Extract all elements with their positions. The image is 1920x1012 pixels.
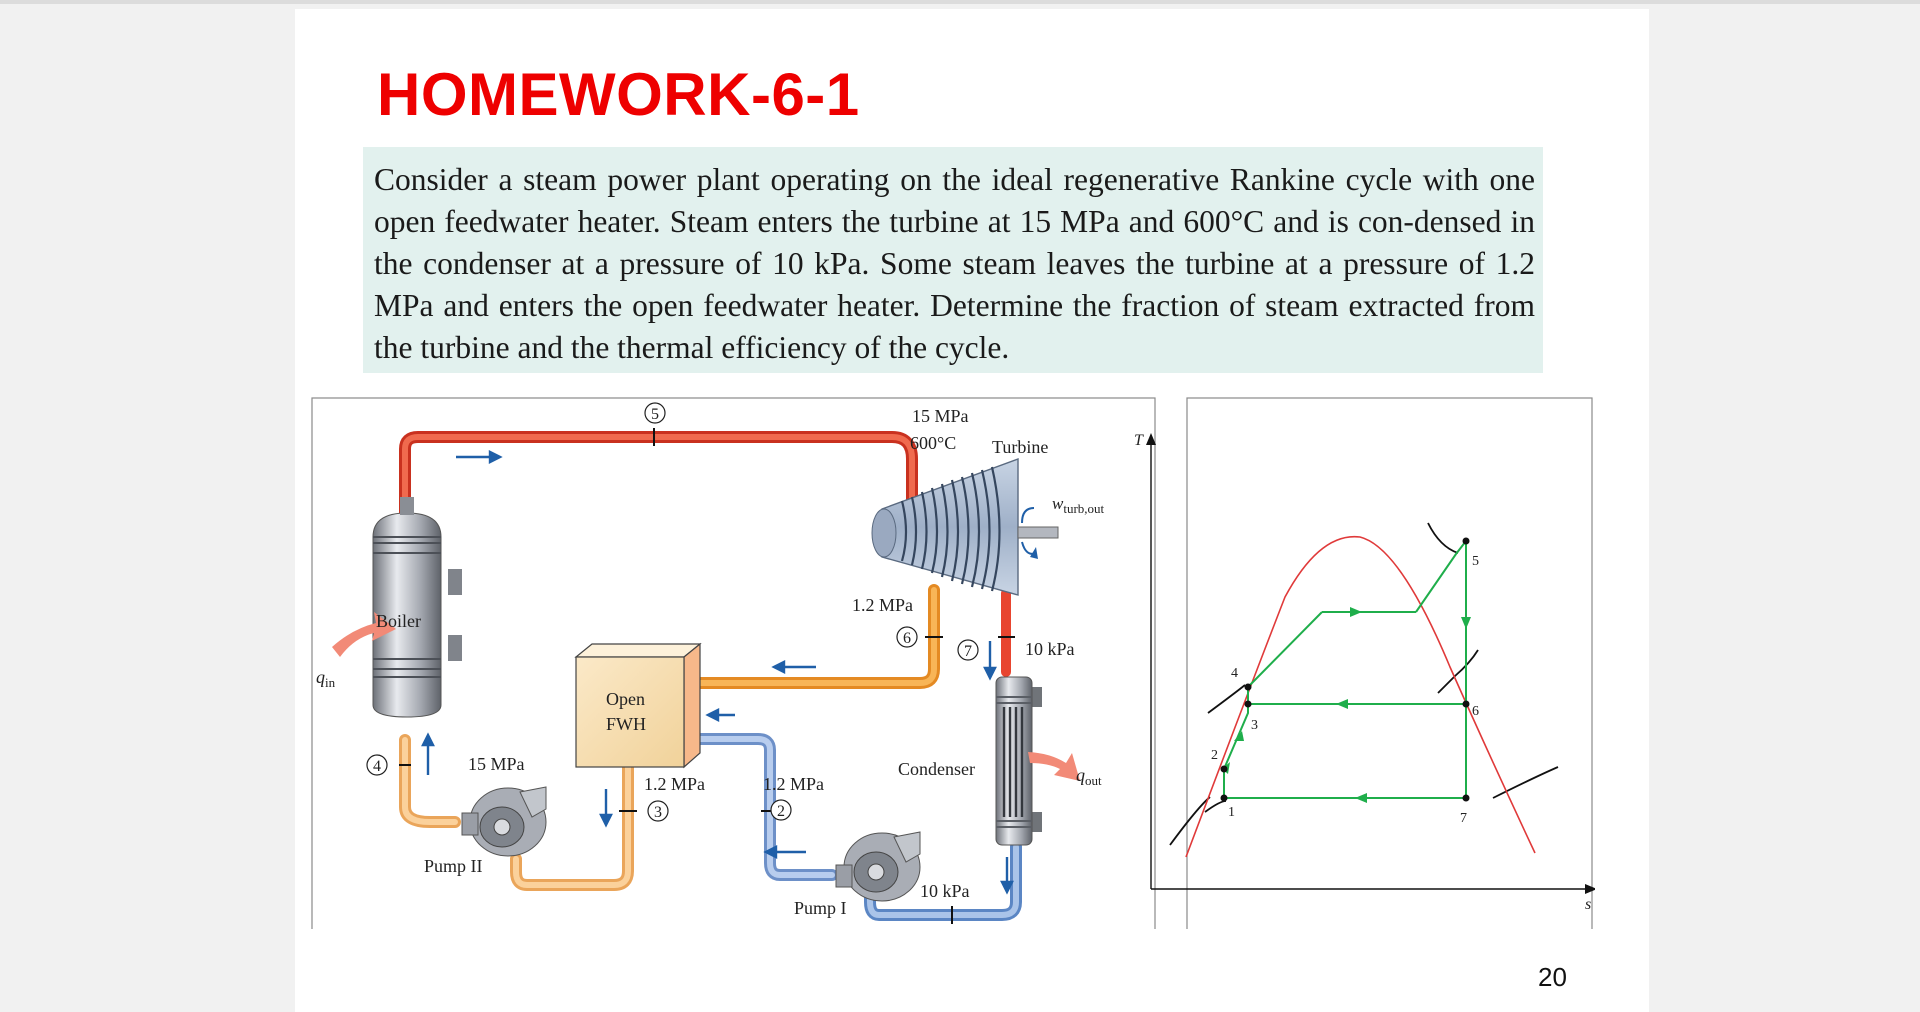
arrow-left-icon xyxy=(771,660,816,674)
t-axis-arrow-icon xyxy=(1146,433,1156,445)
pump1-label: Pump I xyxy=(794,898,847,918)
schematic-labels: 5 6 7 4 3 2 15 MPa 600°C Turbine wturb,o… xyxy=(316,406,1105,918)
condenser-pressure-top: 10 kPa xyxy=(1025,639,1075,659)
state-4-label: 4 xyxy=(373,758,381,775)
arrow-down-icon xyxy=(1000,857,1014,895)
slide-title: HOMEWORK-6-1 xyxy=(377,61,860,128)
state-7-label: 7 xyxy=(964,643,972,660)
state-5-label: 5 xyxy=(651,406,659,423)
boiler xyxy=(372,497,462,718)
turbine-inlet-temperature: 600°C xyxy=(910,433,956,453)
arrow-down-icon xyxy=(983,641,997,681)
flow-arrows xyxy=(421,450,1014,895)
open-fwh xyxy=(574,642,702,769)
state-markers xyxy=(366,402,979,822)
ts-point-7: 7 xyxy=(1460,811,1467,826)
extraction-pressure: 1.2 MPa xyxy=(852,595,913,615)
ts-point-5: 5 xyxy=(1472,554,1479,569)
state-2-label: 2 xyxy=(777,803,785,820)
window-top-border xyxy=(0,0,1920,4)
condenser xyxy=(995,676,1042,846)
arrow-down-icon xyxy=(599,789,613,828)
ts-point-2: 2 xyxy=(1211,748,1218,763)
pump2-outlet-pressure: 15 MPa xyxy=(468,754,525,774)
s-axis-label: s xyxy=(1585,896,1591,913)
s-axis-arrow-icon xyxy=(1585,884,1595,894)
problem-statement: Consider a steam power plant operating o… xyxy=(363,147,1543,373)
t-axis-label: T xyxy=(1134,432,1144,449)
ts-point-6: 6 xyxy=(1472,704,1479,719)
arrow-up-icon xyxy=(421,732,435,775)
pump-1 xyxy=(835,831,921,902)
condenser-label: Condenser xyxy=(898,759,975,779)
state-ticks xyxy=(399,428,1015,924)
ts-diagram-panel: T s xyxy=(1134,397,1595,930)
state-3-label: 3 xyxy=(654,804,662,821)
page-number: 20 xyxy=(1538,962,1567,992)
state-6-label: 6 xyxy=(903,630,911,647)
pipes xyxy=(399,431,1022,921)
arrow-left-icon xyxy=(705,708,735,722)
state-points xyxy=(1220,537,1470,802)
condenser-pressure-bottom: 10 kPa xyxy=(920,881,970,901)
fwh-outlet-pressure: 1.2 MPa xyxy=(644,774,705,794)
ts-point-1: 1 xyxy=(1228,805,1235,820)
heat-in-label: qin xyxy=(316,667,336,690)
fwh-label-line1: Open xyxy=(606,689,645,709)
heat-in-arrow-icon xyxy=(332,612,396,657)
fwh-label-line2: FWH xyxy=(606,714,646,734)
turbine-inlet-pressure: 15 MPa xyxy=(912,406,969,426)
heat-out-arrow-icon xyxy=(1028,752,1080,781)
heat-out-label: qout xyxy=(1076,765,1102,788)
pump1-outlet-pressure: 1.2 MPa xyxy=(763,774,824,794)
arrow-right-icon xyxy=(456,450,503,464)
turbine-label: Turbine xyxy=(992,437,1048,457)
pump2-label: Pump II xyxy=(424,856,483,876)
figure: 5 6 7 4 3 2 15 MPa 600°C Turbine wturb,o… xyxy=(310,397,1595,930)
ts-point-3: 3 xyxy=(1251,718,1258,733)
ts-point-4: 4 xyxy=(1231,666,1238,681)
turbine xyxy=(871,457,1059,596)
arrow-left-icon xyxy=(763,845,806,859)
state-point-labels: 1 2 3 4 5 6 7 xyxy=(1211,554,1479,826)
pump-2 xyxy=(461,786,547,857)
work-out-label: wturb,out xyxy=(1052,494,1105,516)
boiler-label: Boiler xyxy=(376,611,421,631)
